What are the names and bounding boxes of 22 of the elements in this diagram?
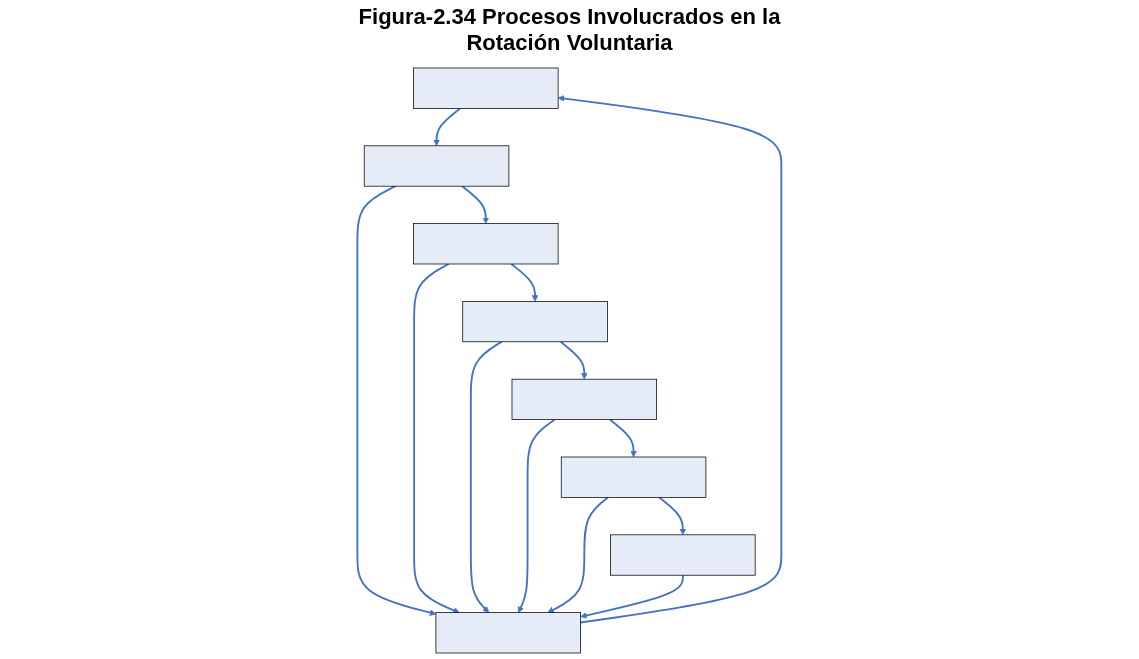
node-box: [511, 378, 658, 420]
arrow: [658, 496, 687, 536]
arrow: [518, 418, 556, 613]
diagram-title: Figura-2.34 Procesos Involucrados en la Rotación Voluntaria: [357, 4, 782, 56]
node-box: [435, 612, 582, 654]
arrow: [558, 95, 783, 624]
arrow: [510, 263, 539, 302]
node-box: [413, 223, 559, 265]
arrow: [559, 340, 588, 380]
node-box: [610, 534, 756, 576]
node-box: [462, 301, 608, 343]
arrow: [433, 107, 462, 147]
arrow: [470, 340, 503, 613]
arrow: [609, 418, 637, 458]
arrow: [580, 574, 684, 619]
node-box: [364, 145, 510, 187]
arrow: [461, 185, 490, 224]
arrow: [413, 263, 460, 614]
node-box: [413, 67, 559, 109]
node-box: [561, 456, 707, 498]
arrow: [547, 496, 610, 613]
arrow: [356, 185, 437, 616]
